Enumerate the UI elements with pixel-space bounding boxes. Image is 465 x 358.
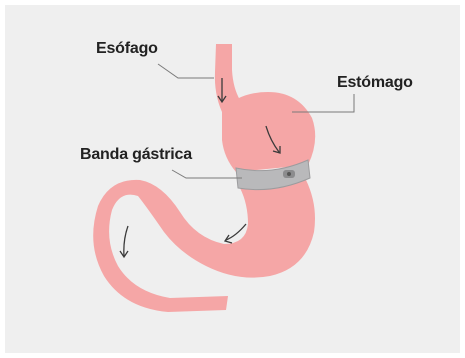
label-esophagus: Esófago xyxy=(96,40,158,58)
label-stomach: Estómago xyxy=(337,74,413,92)
label-gastric-band: Banda gástrica xyxy=(80,146,192,164)
leader-line-band xyxy=(172,170,242,178)
leader-line-esophagus xyxy=(158,64,214,78)
gastric-band-port-hole xyxy=(287,172,291,176)
stomach-lower-shape xyxy=(93,180,315,312)
